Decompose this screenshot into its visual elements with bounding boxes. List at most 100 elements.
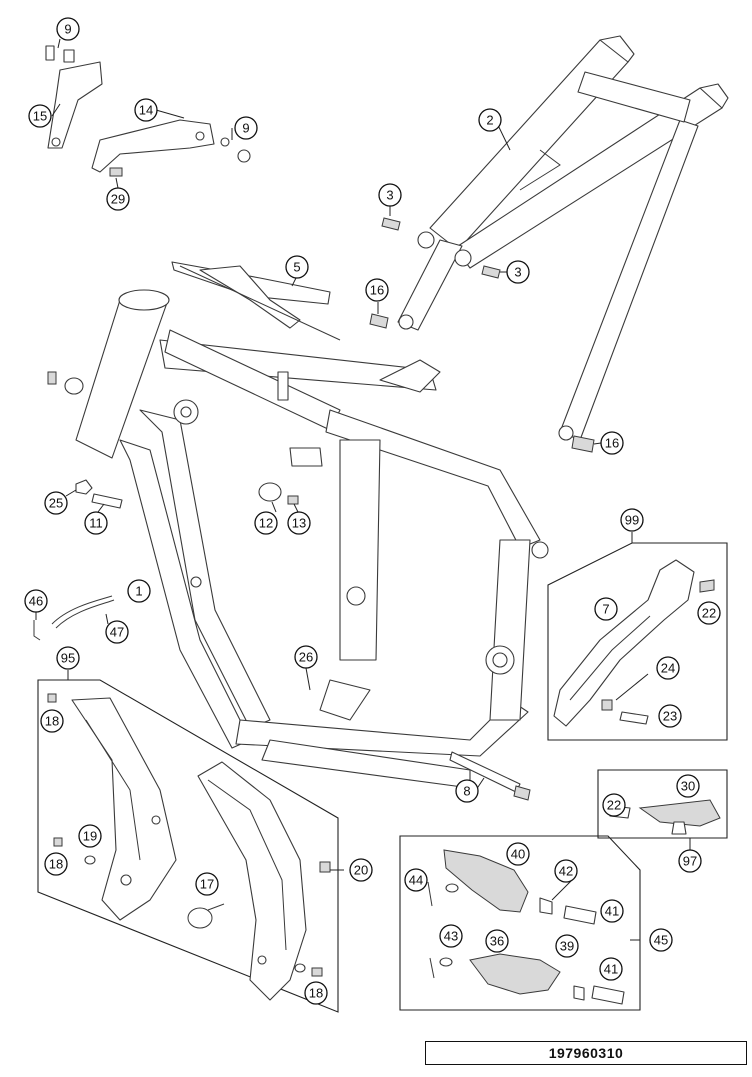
callout-40: 40	[506, 842, 530, 866]
clip-46	[33, 620, 41, 641]
bolt-11	[91, 493, 123, 509]
callout-8: 8	[455, 779, 479, 803]
callout-97: 97	[678, 849, 702, 873]
callout-41a: 41	[600, 899, 624, 923]
svg-text:44: 44	[409, 873, 423, 888]
callout-30: 30	[676, 774, 700, 798]
svg-text:14: 14	[139, 103, 153, 118]
callout-23: 23	[658, 704, 682, 728]
callout-11: 11	[84, 511, 108, 535]
callout-17: 17	[195, 872, 219, 896]
svg-text:1: 1	[135, 584, 142, 599]
group-box-95	[37, 679, 339, 1013]
callout-14: 14	[134, 98, 158, 122]
svg-text:9: 9	[242, 121, 249, 136]
cable-tie-17	[187, 903, 225, 929]
callout-7: 7	[594, 597, 618, 621]
svg-text:3: 3	[514, 265, 521, 280]
svg-text:36: 36	[490, 934, 504, 949]
leader-lines	[35, 38, 649, 941]
svg-text:43: 43	[444, 929, 458, 944]
frame-protector-right	[197, 761, 331, 1001]
callout-29: 29	[106, 187, 130, 211]
rear-subframe	[397, 35, 729, 441]
svg-text:16: 16	[370, 283, 384, 298]
svg-text:24: 24	[661, 661, 675, 676]
callout-95: 95	[56, 646, 80, 670]
callout-36: 36	[485, 929, 509, 953]
nut-25	[75, 479, 93, 495]
svg-text:8: 8	[463, 784, 470, 799]
svg-text:42: 42	[559, 864, 573, 879]
callout-15: 15	[28, 104, 52, 128]
svg-text:13: 13	[292, 516, 306, 531]
svg-text:45: 45	[654, 933, 668, 948]
svg-text:20: 20	[354, 863, 368, 878]
bolt-16b	[571, 435, 595, 453]
callout-18a: 18	[40, 709, 64, 733]
group-box-99	[547, 542, 728, 741]
swingarm-bolt-8	[449, 751, 531, 801]
callout-18c: 18	[304, 981, 328, 1005]
washer-headtube	[64, 377, 84, 395]
bracket-15	[45, 45, 103, 149]
svg-text:12: 12	[259, 516, 273, 531]
main-frame	[75, 289, 549, 789]
callout-9a: 9	[56, 17, 80, 41]
svg-text:29: 29	[111, 192, 125, 207]
svg-text:16: 16	[605, 436, 619, 451]
svg-text:3: 3	[386, 188, 393, 203]
callout-99: 99	[620, 508, 644, 532]
svg-text:11: 11	[89, 516, 103, 531]
callout-9b: 9	[234, 116, 258, 140]
callout-22b: 22	[602, 793, 626, 817]
svg-text:25: 25	[49, 496, 63, 511]
bracket-14	[91, 119, 251, 173]
footpeg-40	[427, 849, 597, 925]
callout-42: 42	[554, 859, 578, 883]
svg-text:18: 18	[309, 986, 323, 1001]
callout-16a: 16	[365, 278, 389, 302]
callout-2: 2	[478, 108, 502, 132]
svg-text:23: 23	[663, 709, 677, 724]
callout-47: 47	[105, 620, 129, 644]
svg-text:17: 17	[200, 877, 214, 892]
hose-47	[51, 595, 113, 625]
callout-46: 46	[24, 589, 48, 613]
nut-13	[287, 495, 299, 505]
svg-text:95: 95	[61, 651, 75, 666]
chain-guide-7	[553, 559, 715, 727]
svg-text:99: 99	[625, 513, 639, 528]
callout-43: 43	[439, 924, 463, 948]
heat-shield-5	[171, 261, 341, 341]
svg-text:46: 46	[29, 594, 43, 609]
svg-text:26: 26	[299, 650, 313, 665]
document-number: 197960310	[425, 1041, 747, 1065]
slider-30	[609, 799, 721, 835]
callout-20: 20	[349, 858, 373, 882]
svg-text:18: 18	[45, 714, 59, 729]
callout-16b: 16	[600, 431, 624, 455]
bolt-3a	[381, 217, 401, 231]
svg-text:19: 19	[83, 829, 97, 844]
bolt-3b	[481, 265, 501, 279]
svg-text:5: 5	[293, 260, 300, 275]
svg-text:30: 30	[681, 779, 695, 794]
spacer-12	[258, 482, 282, 502]
bolt-16a	[369, 313, 389, 329]
bolt-29	[109, 167, 123, 177]
frame-protector-left	[47, 693, 177, 921]
svg-text:22: 22	[702, 606, 716, 621]
callout-24: 24	[656, 656, 680, 680]
callout-22a: 22	[697, 601, 721, 625]
callout-3b: 3	[506, 260, 530, 284]
callout-5: 5	[285, 255, 309, 279]
svg-text:2: 2	[486, 113, 493, 128]
svg-text:22: 22	[607, 798, 621, 813]
callout-41b: 41	[599, 957, 623, 981]
callout-25: 25	[44, 491, 68, 515]
svg-text:9: 9	[64, 22, 71, 37]
group-box-97	[597, 769, 728, 839]
callout-26: 26	[294, 645, 318, 669]
